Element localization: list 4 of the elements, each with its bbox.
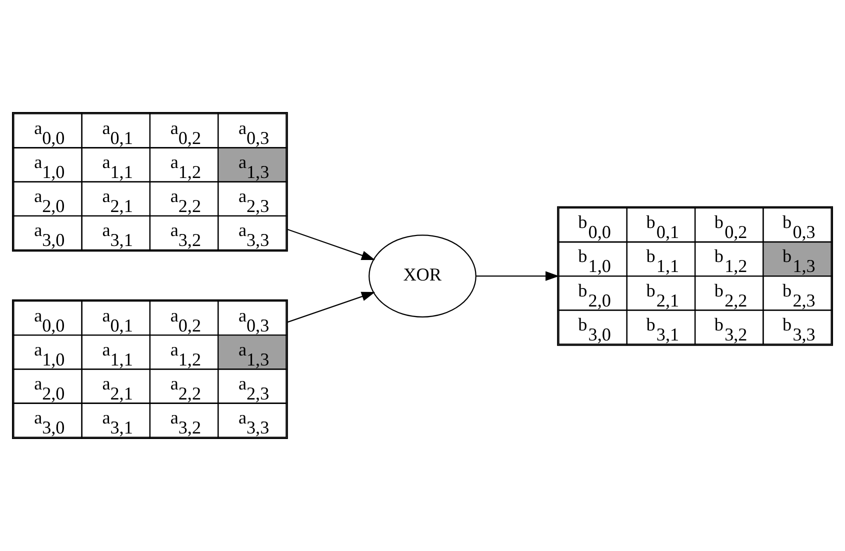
- arrow: [287, 228, 376, 260]
- arrow: [476, 271, 560, 281]
- arrow: [287, 292, 376, 323]
- node-ellipse: XOR: [368, 234, 476, 318]
